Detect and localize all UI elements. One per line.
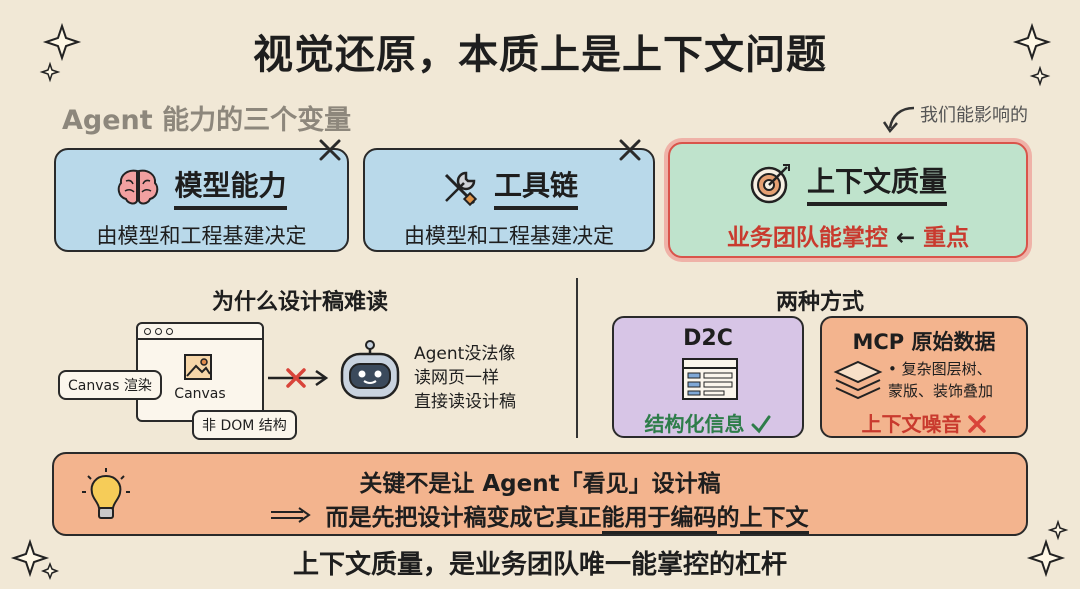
sparkle-icon xyxy=(39,22,82,83)
card-description: 由模型和工程基建决定 xyxy=(404,224,614,248)
curved-arrow-icon xyxy=(882,106,915,134)
left-arrow: ← xyxy=(895,225,916,251)
key-line-2: 而是先把设计稿变成它真正能用于编码的上下文 xyxy=(54,498,1026,534)
key-line-2-text: 而是先把设计稿变成它真正 xyxy=(325,505,602,531)
key-message-box: 关键不是让 Agent「看见」设计稿 而是先把设计稿变成它真正能用于编码的上下文 xyxy=(52,452,1028,536)
agent-note: Agent没法像 读网页一样 直接读设计稿 xyxy=(414,342,516,414)
desc-text: 业务团队能掌控 xyxy=(726,225,888,251)
footer-text: 上下文质量，是业务团队唯一能掌控的杠杆 xyxy=(292,550,787,580)
x-mark-icon xyxy=(968,415,987,433)
x-mark-icon xyxy=(619,139,641,161)
agent-note-line: 读网页一样 xyxy=(414,368,499,388)
key-line-2-text: 的 xyxy=(716,505,740,531)
page-title: 视觉还原，本质上是上下文问题 xyxy=(253,32,827,78)
tools-icon xyxy=(444,171,478,207)
robot-icon xyxy=(340,340,400,400)
mcp-box: MCP 原始数据 • 复杂图层树、 蒙版、装饰叠加 上下文噪音 xyxy=(820,316,1028,438)
blocked-arrow-icon xyxy=(268,368,329,388)
card-title: 工具链 xyxy=(493,164,578,210)
section-subtitle: Agent 能力的三个变量 xyxy=(62,105,352,136)
target-icon xyxy=(750,164,790,204)
brain-icon xyxy=(118,169,159,205)
key-line-2-underlined: 能用于编码 xyxy=(601,505,717,534)
image-icon xyxy=(184,354,212,380)
canvas-label: Canvas xyxy=(174,386,226,402)
highlight-text: 重点 xyxy=(923,225,970,251)
mcp-label-text: 上下文噪音 xyxy=(861,412,962,436)
card-context-quality: 上下文质量 业务团队能掌控 ← 重点 xyxy=(668,142,1028,258)
card-description: 由模型和工程基建决定 xyxy=(96,224,307,248)
card-title: 模型能力 xyxy=(174,164,287,210)
d2c-box: D2C 结构化信息 xyxy=(612,316,804,438)
x-mark-icon xyxy=(319,139,341,161)
card-toolchain: 工具链 由模型和工程基建决定 xyxy=(363,148,655,252)
annotation-note: 我们能影响的 xyxy=(920,105,1028,126)
why-title: 为什么设计稿难读 xyxy=(211,290,388,315)
d2c-label-text: 结构化信息 xyxy=(644,412,745,436)
d2c-title: D2C xyxy=(683,326,733,351)
vertical-divider xyxy=(576,278,578,438)
non-dom-tag: 非 DOM 结构 xyxy=(192,410,297,440)
key-line-1: 关键不是让 Agent「看见」设计稿 xyxy=(359,471,721,497)
card-description: 业务团队能掌控 ← 重点 xyxy=(670,218,1026,252)
arrow-icon xyxy=(271,507,312,523)
card-title: 上下文质量 xyxy=(806,160,947,206)
mcp-label: 上下文噪音 xyxy=(822,408,1026,437)
layers-icon xyxy=(833,360,883,400)
agent-note-line: 直接读设计稿 xyxy=(414,392,516,412)
ways-title: 两种方式 xyxy=(775,290,864,315)
lightbulb-icon xyxy=(82,468,130,519)
mcp-bullet-line: • 复杂图层树、 xyxy=(888,360,992,378)
check-icon xyxy=(751,415,771,434)
sparkle-icon xyxy=(1012,22,1052,87)
sparkle-icon xyxy=(1026,519,1069,578)
layout-icon xyxy=(682,358,738,400)
sparkle-icon xyxy=(10,538,60,581)
mcp-bullet-line: 蒙版、装饰叠加 xyxy=(888,382,994,400)
mcp-title: MCP 原始数据 xyxy=(852,330,996,354)
key-line-2-underlined: 上下文 xyxy=(739,505,809,534)
card-model-capability: 模型能力 由模型和工程基建决定 xyxy=(54,148,349,252)
mcp-bullets: • 复杂图层树、 蒙版、装饰叠加 xyxy=(888,358,993,402)
canvas-render-tag: Canvas 渲染 xyxy=(58,370,162,400)
agent-note-line: Agent没法像 xyxy=(414,344,516,364)
d2c-label: 结构化信息 xyxy=(614,408,802,437)
